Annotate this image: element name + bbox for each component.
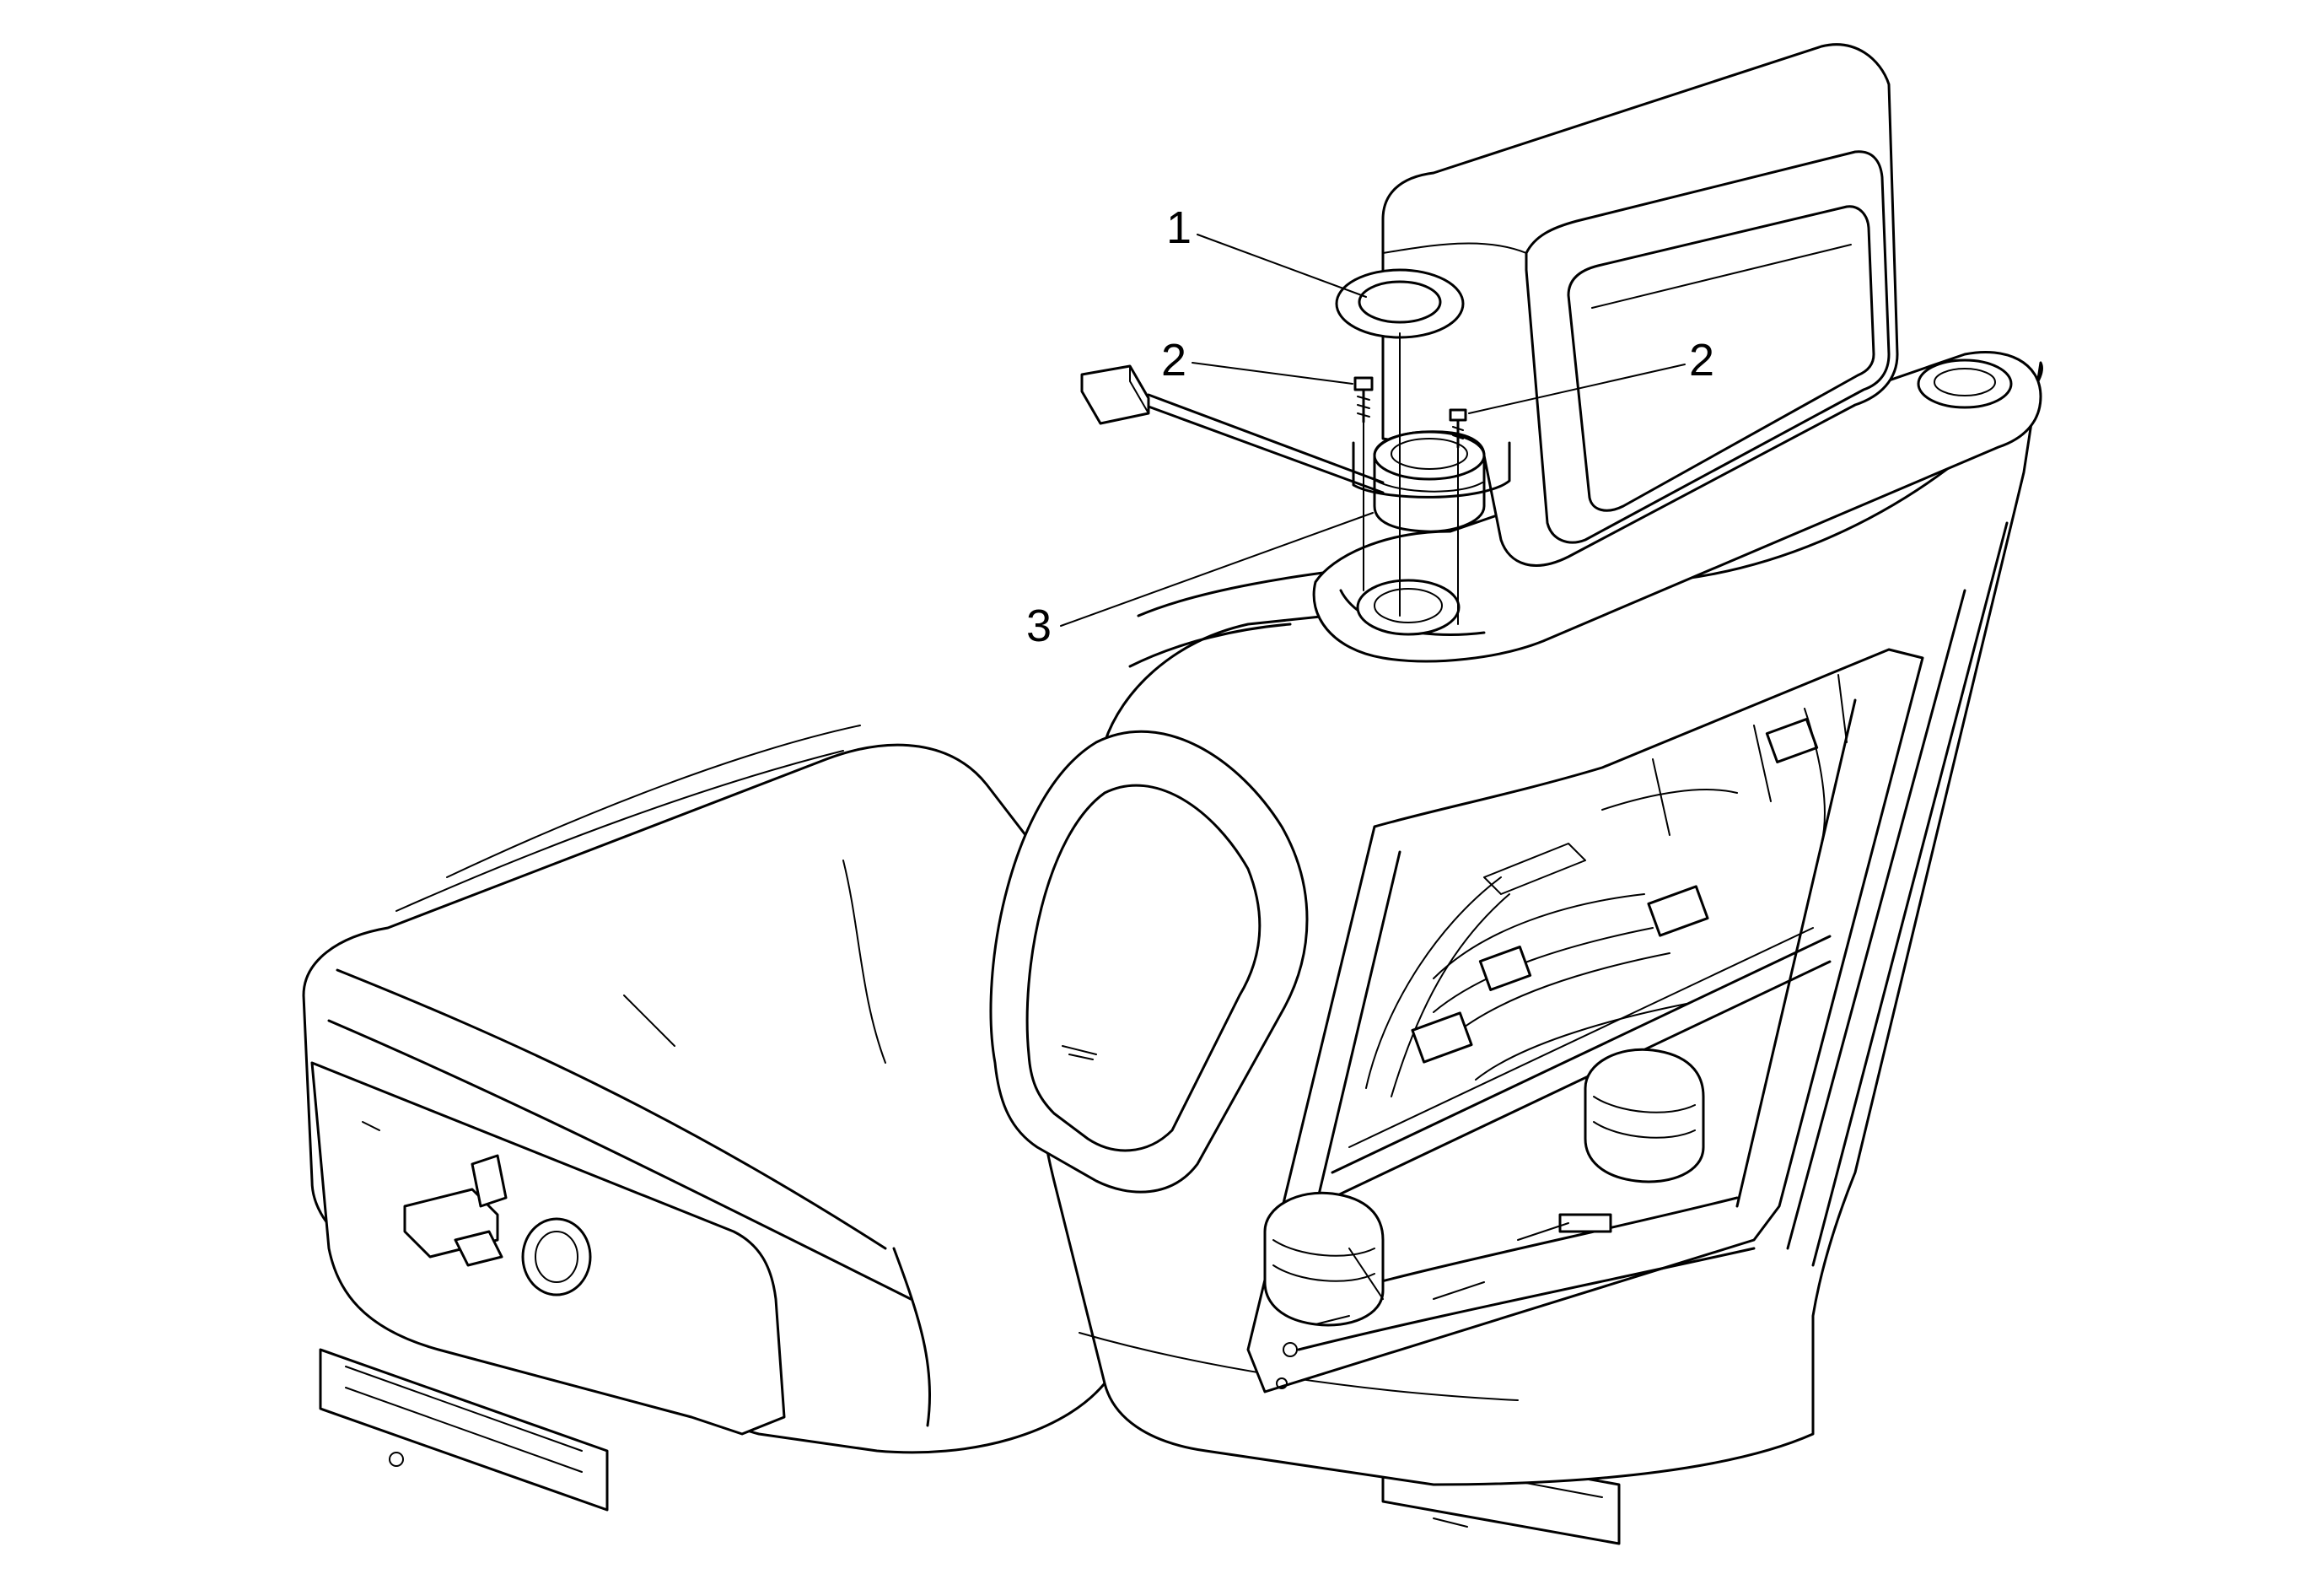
svg-text:1: 1 bbox=[1166, 202, 1192, 253]
actuator-motor-left bbox=[1263, 1191, 1385, 1327]
screw-right bbox=[1449, 408, 1467, 449]
headrest bbox=[1381, 43, 1899, 567]
alignment-lines bbox=[1363, 332, 1459, 625]
headrest-screen bbox=[1567, 205, 1875, 512]
callout-2-right: 2 bbox=[1468, 335, 1714, 414]
callout-2-left: 2 bbox=[1161, 335, 1353, 385]
svg-text:2: 2 bbox=[1161, 335, 1186, 385]
callout-1: 1 bbox=[1166, 202, 1367, 298]
guide-bezel bbox=[1335, 268, 1465, 339]
callout-3: 3 bbox=[1026, 512, 1374, 651]
seat-back-top bbox=[1312, 350, 2042, 663]
screw-left bbox=[1353, 376, 1374, 423]
seat-side-panel bbox=[310, 1061, 786, 1436]
seat-back-frame bbox=[1246, 648, 1924, 1393]
lumbar-knob bbox=[521, 1217, 592, 1296]
svg-text:3: 3 bbox=[1026, 601, 1052, 651]
actuator-motor-right bbox=[1584, 1048, 1705, 1183]
callouts: 1 2 2 3 bbox=[1026, 202, 1714, 651]
side-pocket bbox=[989, 730, 1309, 1194]
svg-text:2: 2 bbox=[1689, 335, 1714, 385]
removal-tool bbox=[1080, 364, 1385, 494]
seat-adjust-switch bbox=[403, 1154, 508, 1267]
